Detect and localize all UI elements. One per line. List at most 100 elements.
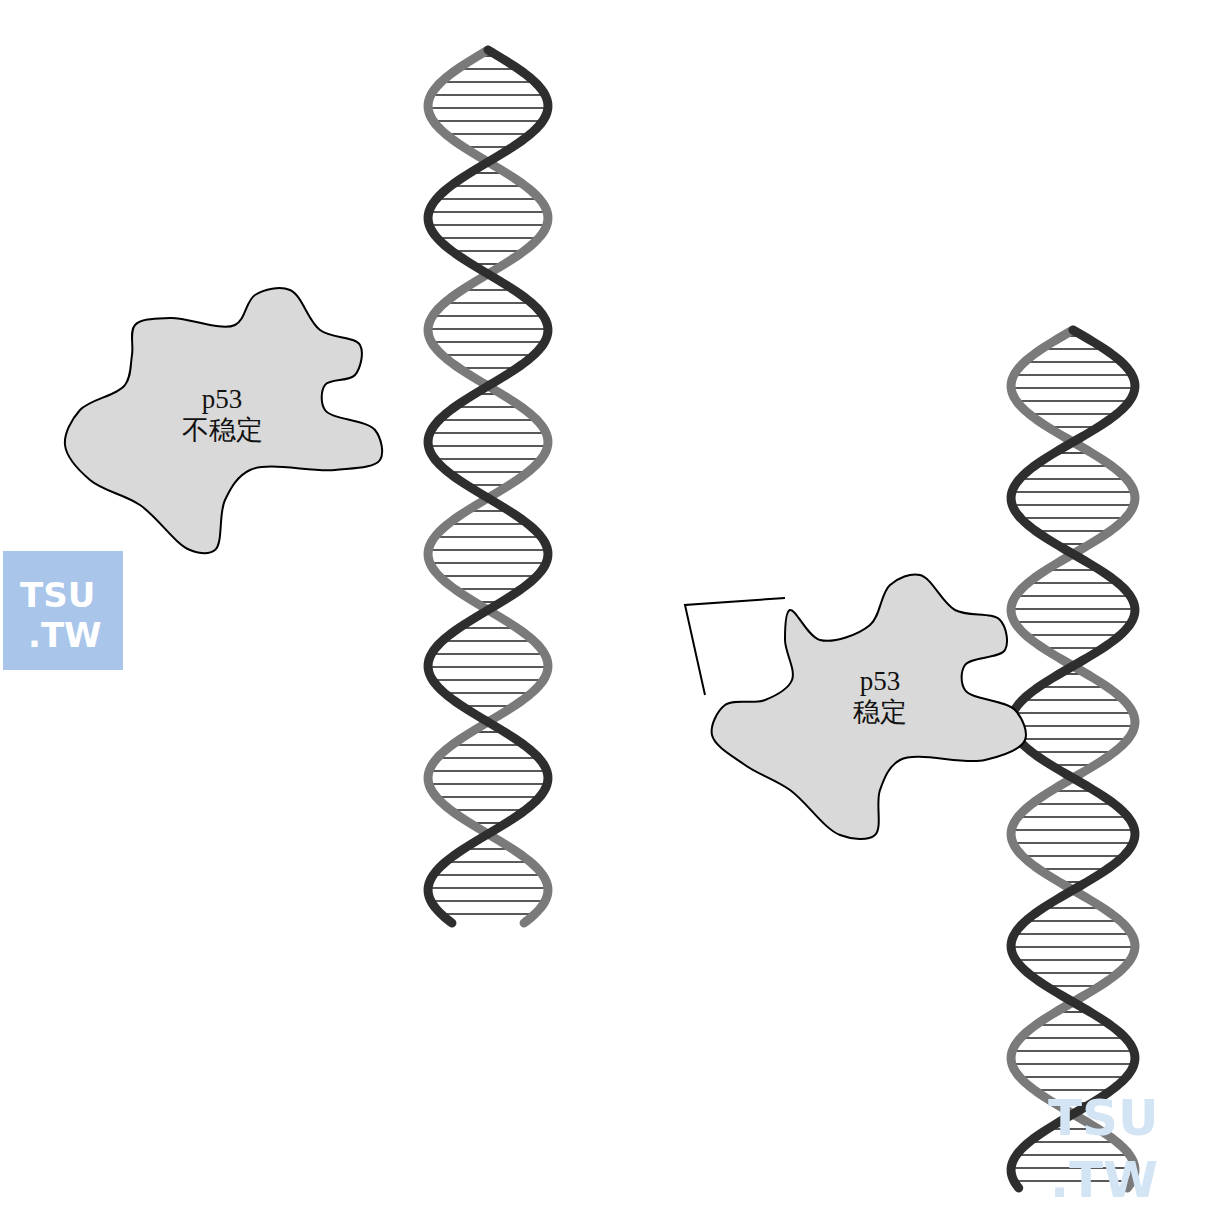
base-pair [434, 432, 542, 434]
base-pair [432, 328, 544, 330]
base-pair [435, 653, 540, 655]
base-pair [1038, 465, 1107, 467]
base-pair [1015, 946, 1131, 948]
base-pair [1032, 582, 1114, 584]
base-pair [432, 666, 544, 668]
base-pair [435, 900, 541, 902]
base-pair [433, 224, 543, 226]
base-pair [1043, 868, 1104, 870]
base-pair [1015, 608, 1131, 610]
blob-shape [712, 574, 1026, 839]
base-pair [1018, 933, 1127, 935]
base-pair [1030, 920, 1117, 922]
base-pair [1015, 387, 1131, 389]
base-pair [1026, 855, 1119, 857]
base-pair [1015, 725, 1130, 727]
base-pair [1016, 1050, 1130, 1052]
text-group: p53不稳定 [182, 384, 263, 446]
base-pair [441, 757, 535, 759]
base-pair [456, 250, 520, 252]
base-pair [1050, 985, 1096, 987]
base-pair [1022, 738, 1124, 740]
base-pair [432, 887, 544, 889]
base-pair [1020, 400, 1125, 402]
base-pair [452, 523, 524, 525]
node-label: 稳定 [853, 697, 907, 728]
node-label: p53 [202, 384, 243, 415]
base-pair [1032, 972, 1114, 974]
dna-strand [1011, 330, 1135, 1188]
base-pair [1030, 634, 1117, 636]
base-pair [1052, 426, 1095, 428]
base-pair [437, 120, 539, 122]
base-pair [1020, 959, 1127, 961]
dna-strand [1011, 330, 1135, 1188]
watermark: .TW [28, 618, 102, 652]
base-pair [1040, 1024, 1107, 1026]
base-pair [1016, 504, 1130, 506]
base-pair [432, 549, 543, 551]
base-pair [448, 692, 527, 694]
base-pair [1018, 621, 1127, 623]
base-pair [433, 770, 543, 772]
base-pair [433, 211, 543, 213]
dna-helix [1011, 330, 1135, 1188]
base-pair [1043, 686, 1104, 688]
base-pair [437, 315, 540, 317]
base-pair [441, 237, 535, 239]
base-pair [1026, 699, 1119, 701]
base-pair [455, 185, 522, 187]
base-pair [1016, 491, 1130, 493]
base-pair [437, 874, 539, 876]
base-pair [1025, 1037, 1122, 1039]
base-pair [1036, 751, 1111, 753]
base-pair [463, 627, 513, 629]
protein-blob: p53稳定 [700, 565, 1035, 845]
base-pair [1045, 348, 1100, 350]
base-pair [437, 679, 540, 681]
watermark: .TW [1050, 1155, 1158, 1205]
base-pair [446, 640, 530, 642]
base-pair [433, 783, 543, 785]
phosphate-bracket [685, 598, 785, 695]
base-pair [445, 913, 531, 915]
base-pair [432, 445, 543, 447]
base-pair [467, 848, 508, 850]
text-group: p53稳定 [853, 666, 907, 728]
base-pair [1029, 361, 1118, 363]
base-pair [440, 198, 535, 200]
base-pair [459, 406, 518, 408]
base-pair [467, 146, 508, 148]
base-pair [434, 562, 542, 564]
base-pair [445, 81, 531, 83]
bracket-line [685, 598, 785, 695]
dna-helix [428, 50, 548, 923]
base-pair [466, 289, 510, 291]
base-pair [1036, 803, 1111, 805]
base-pair [443, 575, 533, 577]
blob-shape [65, 288, 382, 553]
base-pair [1024, 478, 1123, 480]
base-pair [439, 536, 538, 538]
watermark: TSU [20, 578, 95, 612]
base-pair [1047, 647, 1099, 649]
base-pair [463, 367, 513, 369]
base-pair [1018, 374, 1128, 376]
base-pair [456, 744, 520, 746]
base-pair [1025, 517, 1122, 519]
base-pair [432, 107, 544, 109]
base-pair [1040, 530, 1107, 532]
base-pair [459, 588, 518, 590]
base-pair [466, 705, 510, 707]
node-label: p53 [860, 666, 901, 697]
base-pair [1022, 816, 1124, 818]
base-pair [462, 68, 515, 70]
watermark-box [3, 551, 123, 670]
base-pair [455, 809, 522, 811]
watermark: TSU [1048, 1093, 1159, 1143]
base-pair [1020, 595, 1127, 597]
base-pair [1017, 712, 1129, 714]
base-pair [1047, 907, 1099, 909]
base-pair [1017, 842, 1129, 844]
